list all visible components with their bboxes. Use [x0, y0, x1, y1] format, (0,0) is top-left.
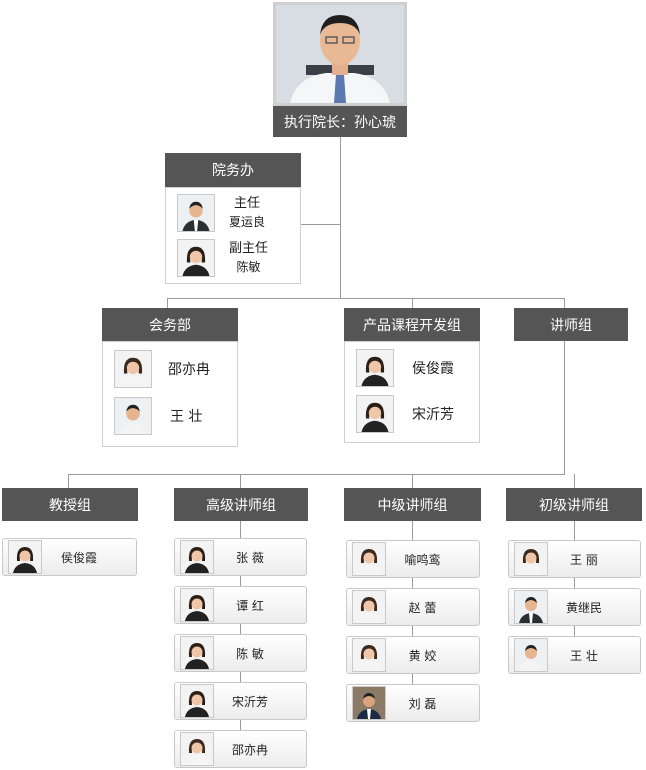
member-card: 谭 红 — [174, 586, 307, 624]
woman-photo-icon — [514, 542, 548, 576]
woman-photo-icon — [8, 540, 42, 574]
connector-line — [574, 474, 575, 488]
office-member-deputy: 副主任 陈敏 — [177, 239, 268, 277]
member-name: 陈 敏 — [236, 646, 264, 661]
group-header-professor: 教授组 — [2, 488, 138, 521]
member-card: 黄 姣 — [346, 636, 480, 674]
man-photo-icon — [514, 590, 548, 624]
department-member: 邵亦冉 — [114, 350, 210, 388]
member-card: 王 丽 — [508, 540, 641, 578]
member-name: 刘 磊 — [408, 696, 437, 711]
woman-photo-icon — [356, 395, 394, 433]
connector-line — [564, 298, 565, 308]
connector-line — [412, 474, 413, 488]
woman-photo-icon — [180, 588, 214, 622]
office-member-director: 主任 夏运良 — [177, 194, 265, 232]
member-name: 王 壮 — [170, 409, 203, 425]
member-name: 侯俊霞 — [60, 550, 97, 565]
woman-photo-icon — [352, 542, 386, 576]
group-header-intermediate: 中级讲师组 — [344, 488, 481, 521]
member-name: 王 壮 — [570, 648, 598, 663]
member-name: 张 薇 — [236, 550, 264, 565]
connector-line — [68, 474, 69, 488]
connector-line — [68, 474, 565, 475]
connector-line — [564, 340, 565, 475]
member-name: 谭 红 — [236, 598, 264, 613]
woman-photo-icon — [180, 684, 214, 718]
woman-photo-icon — [180, 540, 214, 574]
office-member-role: 副主任 — [229, 241, 269, 256]
department-member: 侯俊霞 — [356, 349, 454, 387]
department-header-lecturers: 讲师组 — [514, 308, 628, 341]
member-card: 邵亦冉 — [174, 730, 307, 768]
woman-photo-icon — [180, 636, 214, 670]
group-header-junior: 初级讲师组 — [506, 488, 642, 521]
member-name: 赵 蕾 — [408, 600, 437, 615]
man-photo-icon — [352, 686, 386, 720]
member-name: 宋沂芳 — [231, 694, 268, 709]
office-member-name: 陈敏 — [236, 260, 261, 274]
member-card: 喻鸣鸾 — [346, 540, 480, 578]
woman-photo-icon — [180, 732, 214, 766]
member-card: 刘 磊 — [346, 684, 480, 722]
connector-line — [412, 298, 413, 308]
department-member: 宋沂芳 — [356, 395, 454, 433]
member-card: 王 壮 — [508, 636, 641, 674]
director-portrait-icon — [276, 5, 404, 103]
woman-photo-icon — [352, 590, 386, 624]
man-photo-icon — [514, 638, 548, 672]
member-card: 宋沂芳 — [174, 682, 307, 720]
member-name: 王 丽 — [570, 552, 598, 567]
member-card: 张 薇 — [174, 538, 307, 576]
member-name: 邵亦冉 — [231, 742, 268, 757]
connector-line — [167, 298, 565, 299]
member-name: 喻鸣鸾 — [404, 552, 441, 567]
group-header-senior: 高级讲师组 — [174, 488, 308, 521]
connector-line — [340, 137, 341, 299]
department-header-product: 产品课程开发组 — [344, 308, 480, 341]
office-header: 院务办 — [165, 153, 301, 187]
member-name: 黄继民 — [565, 600, 602, 615]
department-member: 王 壮 — [114, 397, 202, 435]
woman-photo-icon — [114, 350, 152, 388]
man-photo-icon — [114, 397, 152, 435]
man-photo-icon — [177, 194, 215, 232]
woman-photo-icon — [352, 638, 386, 672]
member-name: 邵亦冉 — [168, 362, 210, 378]
woman-photo-icon — [177, 239, 215, 277]
woman-photo-icon — [356, 349, 394, 387]
connector-line — [240, 474, 241, 488]
connector-line — [167, 298, 168, 308]
member-card: 侯俊霞 — [2, 538, 137, 576]
member-card: 赵 蕾 — [346, 588, 480, 626]
office-member-name: 夏运良 — [229, 215, 266, 229]
director-title: 执行院长：孙心琥 — [273, 106, 407, 137]
member-name: 侯俊霞 — [412, 361, 454, 377]
member-name: 黄 姣 — [408, 648, 437, 663]
director-photo — [273, 2, 407, 106]
department-header-conference: 会务部 — [102, 308, 238, 341]
office-member-role: 主任 — [234, 196, 261, 211]
member-name: 宋沂芳 — [412, 407, 454, 423]
member-card: 黄继民 — [508, 588, 641, 626]
connector-line — [300, 224, 341, 225]
member-card: 陈 敏 — [174, 634, 307, 672]
